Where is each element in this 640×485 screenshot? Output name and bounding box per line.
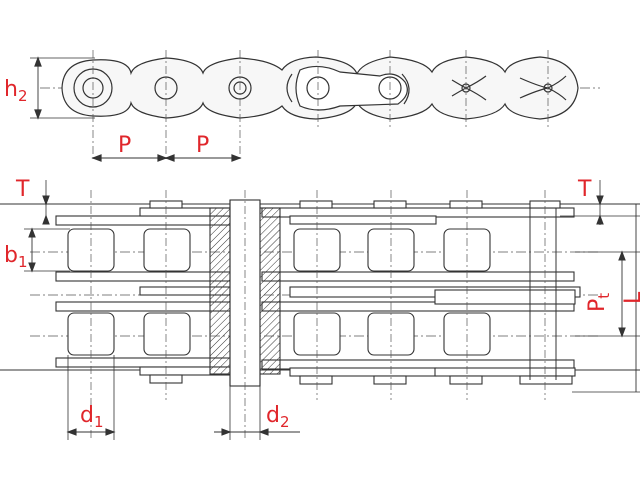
dimension-labels: h2 P P T T b1 Pt L d1 d2 [4,77,640,431]
side-view [30,50,600,162]
label-pt: Pt [585,293,613,312]
label-d1: d1 [80,403,104,431]
label-l: L [621,291,640,304]
label-b1: b1 [4,243,28,271]
label-t-right: T [577,177,592,202]
plate-edge-right [401,73,410,105]
plan-view [0,180,640,440]
label-d2: d2 [266,403,290,431]
plate-edge-left [286,73,293,103]
link-plates [55,207,581,377]
label-pitch-left: P [118,133,131,158]
h2-arrows [34,56,42,120]
connecting-link [295,65,408,111]
pitch-arrows [91,154,242,162]
label-pitch-right: P [196,133,209,158]
label-h2: h2 [4,77,28,105]
label-t-left: T [15,177,30,202]
